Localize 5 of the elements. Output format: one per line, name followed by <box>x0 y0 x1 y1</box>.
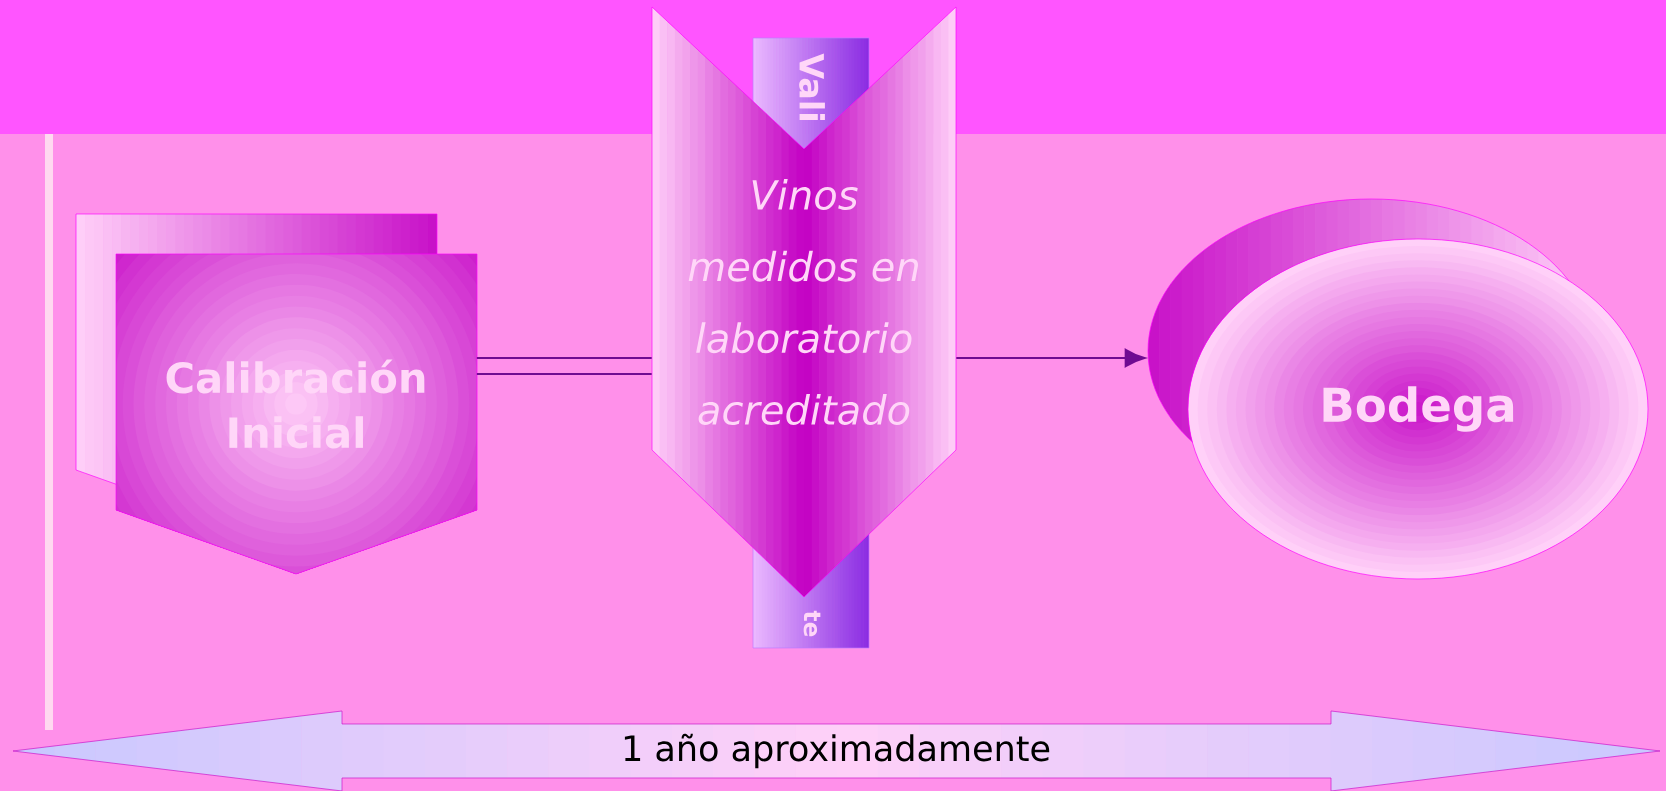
ellipse-box: Bodega <box>1147 198 1649 580</box>
connector <box>955 348 1146 368</box>
double-arrow-box: 1 año aproximadamente <box>12 710 1661 791</box>
connector <box>475 373 653 375</box>
connector <box>475 357 653 359</box>
